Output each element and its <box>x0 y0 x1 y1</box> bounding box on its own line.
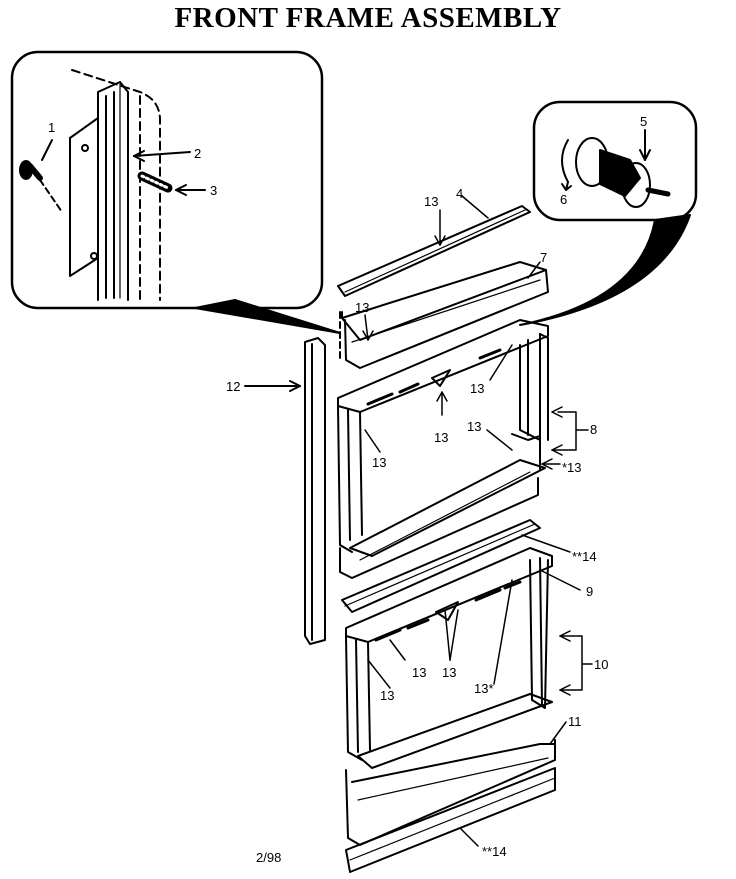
callout-10: 10 <box>594 657 608 672</box>
callout-4: 4 <box>456 186 463 201</box>
callout-13-lower-left: 13 <box>380 688 394 703</box>
callout-5: 5 <box>640 114 647 129</box>
callout-13-star-lower: 13* <box>474 681 494 696</box>
lower-oven-frame <box>345 547 556 873</box>
callout-6: 6 <box>560 192 567 207</box>
callout-14-bottom: **14 <box>482 844 507 859</box>
callout-11: 11 <box>568 714 582 729</box>
callout-star-13: *13 <box>562 460 582 475</box>
callout-3: 3 <box>210 183 217 198</box>
callout-2: 2 <box>194 146 201 161</box>
leader-lines <box>362 195 593 847</box>
bolt-icon <box>137 171 173 193</box>
screw-icon <box>19 160 63 213</box>
callout-13-upper-inner: 13 <box>467 419 481 434</box>
callout-1: 1 <box>48 120 55 135</box>
callout-13-upper-mid: 13 <box>434 430 448 445</box>
callout-13-top: 13 <box>424 194 438 209</box>
side-trim-strip <box>244 337 326 645</box>
callout-8: 8 <box>590 422 597 437</box>
middle-divider-rail <box>341 519 541 613</box>
detail-inset-hinge <box>10 50 341 334</box>
top-rail <box>337 205 549 369</box>
detail-inset-knob <box>519 100 698 326</box>
diagram-code: 2/98 <box>256 850 282 865</box>
callout-14-middle: **14 <box>572 549 597 564</box>
diagram-title: FRONT FRAME ASSEMBLY <box>174 2 562 34</box>
callout-13-lower-b: 13 <box>442 665 456 680</box>
callout-13-rail: 13 <box>355 300 369 315</box>
callout-12: 12 <box>226 379 240 394</box>
callout-13-lower-a: 13 <box>412 665 426 680</box>
callout-7: 7 <box>540 250 547 265</box>
callout-13-upper-left: 13 <box>372 455 386 470</box>
callout-labels: 1 2 3 4 5 6 7 13 13 12 13 8 13 13 13 *13… <box>48 114 647 859</box>
callout-13-upper-right: 13 <box>470 381 484 396</box>
upper-oven-frame <box>337 319 549 579</box>
callout-9: 9 <box>586 584 593 599</box>
